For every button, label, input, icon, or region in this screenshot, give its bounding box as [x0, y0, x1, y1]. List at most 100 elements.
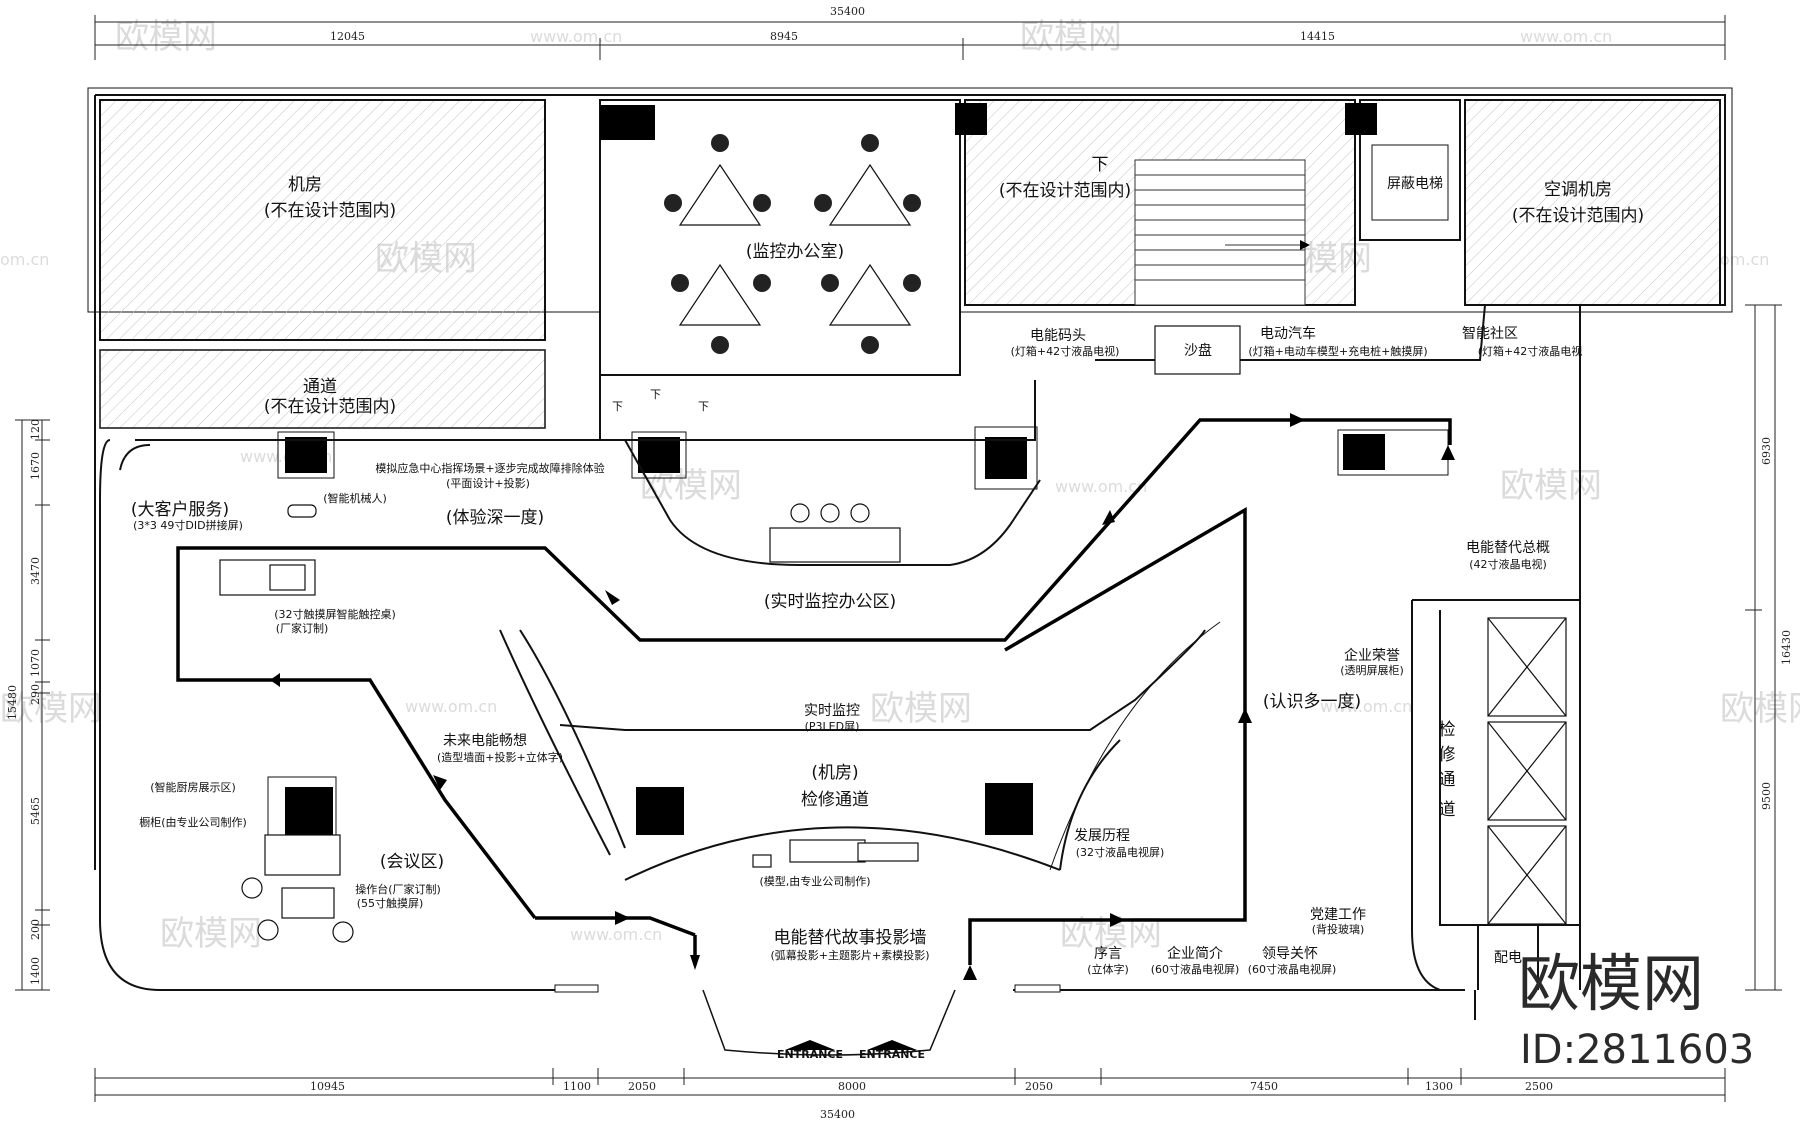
emergency-note: (平面设计+投影) — [446, 476, 530, 490]
watermark-brand: 欧模网 — [1720, 689, 1800, 729]
console-note: (55寸触摸屏) — [357, 896, 424, 910]
model-label: (模型,由专业公司制作) — [759, 874, 870, 888]
route-end — [535, 916, 696, 937]
power-overview-note: (42寸液晶电视) — [1469, 557, 1547, 571]
realtime-monitor-label: 实时监控 — [804, 703, 860, 719]
dim-bottom-total: 35400 — [820, 1108, 855, 1121]
monitor-desks — [678, 163, 912, 326]
dim-right-seg: 6930 — [1760, 437, 1773, 465]
entrance-label: ENTRANCE — [777, 1048, 843, 1061]
maintenance-v1: 检 — [1439, 720, 1456, 740]
dimension-top — [94, 15, 1726, 60]
watermark-site: om.cn — [1720, 250, 1769, 269]
know-more-label: (认识多一度) — [1263, 692, 1361, 712]
sandbox-label: 沙盘 — [1184, 342, 1212, 359]
power-overview-label: 电能替代总概 — [1466, 540, 1550, 556]
future-label: 未来电能畅想 — [443, 733, 527, 749]
meeting-label: (会议区) — [380, 852, 444, 872]
monitor-office-label: (监控办公室) — [746, 242, 844, 262]
dim-bottom-seg: 1300 — [1425, 1080, 1453, 1093]
sandbox-table — [1154, 325, 1241, 375]
maintenance-v4: 道 — [1439, 800, 1456, 820]
corridor-block — [99, 349, 546, 429]
smart-kitchen-label: (智能厨房展示区) — [150, 780, 236, 794]
dimension-bottom — [94, 1068, 1726, 1102]
leaders-label: 领导关怀 — [1262, 946, 1318, 962]
watermark-site: www.om.cn — [570, 925, 662, 944]
ev-label: 电动汽车 — [1260, 325, 1316, 342]
labels: 机房 (不在设计范围内) 通道 (不在设计范围内) 下 (不在设计范围内) 屏蔽… — [131, 155, 1644, 1061]
dim-top-seg: 8945 — [770, 30, 798, 43]
watermark-site: om.cn — [0, 250, 49, 269]
realtime-office-label: (实时监控办公区) — [764, 592, 896, 612]
watermark-brand: 欧模网 — [160, 914, 262, 954]
console-desk — [281, 887, 335, 919]
dim-right-total: 16430 — [1780, 630, 1793, 665]
realtime-monitor-note: (P3LED屏) — [805, 720, 860, 733]
dimension-right — [1745, 304, 1782, 991]
dim-bottom-seg: 1100 — [563, 1080, 591, 1093]
preface-note: (立体字) — [1087, 962, 1129, 976]
big-client-note: (3*3 49寸DID拼接屏) — [133, 518, 243, 532]
console-label: 操作台(厂家订制) — [355, 882, 441, 896]
machine-room-label: 机房 — [288, 175, 322, 195]
big-client-label: (大客户服务) — [131, 500, 229, 520]
machine-room-note: (不在设计范围内) — [264, 201, 396, 221]
entrance-label: ENTRANCE — [859, 1048, 925, 1061]
stair-down-a: 下 — [650, 388, 661, 401]
preface-label: 序言 — [1094, 946, 1122, 962]
watermark-brand: 欧模网 — [0, 689, 102, 729]
watermark-site: www.om.cn — [1055, 477, 1147, 496]
sofa — [264, 834, 341, 876]
dimension-left — [15, 419, 50, 991]
entrance — [554, 984, 1061, 1056]
corner-brand: 欧模网 ID:2811603 — [1518, 947, 1754, 1073]
intro-label: 企业简介 — [1167, 945, 1223, 962]
dim-left-seg: 290 — [29, 684, 42, 705]
stair-label: 下 — [1092, 155, 1109, 175]
corner-id-text: ID:2811603 — [1520, 1027, 1754, 1073]
stair-down-b: 下 — [612, 400, 623, 413]
watermark-brand: 欧模网 — [1020, 17, 1122, 57]
dim-top-seg: 12045 — [330, 30, 365, 43]
dim-left-seg: 120 — [29, 419, 42, 440]
honor-label: 企业荣誉 — [1344, 647, 1400, 664]
watermark-site: www.om.cn — [405, 697, 497, 716]
party-label: 党建工作 — [1310, 907, 1366, 923]
emergency-label: 模拟应急中心指挥场景+逐步完成故障排除体验 — [375, 461, 604, 475]
leaders-note: (60寸液晶电视屏) — [1248, 962, 1337, 976]
pillars — [285, 103, 1385, 835]
watermark-site: www.om.cn — [530, 27, 622, 46]
dim-left-seg: 1670 — [29, 452, 42, 480]
dim-top-total: 35400 — [830, 5, 865, 18]
party-note: (背投玻璃) — [1312, 922, 1365, 936]
dim-bottom-seg: 7450 — [1250, 1080, 1278, 1093]
power-room-label: 配电 — [1494, 950, 1522, 966]
dim-left-seg: 200 — [29, 919, 42, 940]
watermark-brand: 欧模网 — [115, 17, 217, 57]
history-label: 发展历程 — [1074, 828, 1130, 844]
robot-label: (智能机械人) — [323, 491, 387, 505]
maintenance-v3: 通 — [1439, 770, 1456, 790]
cabinet-label: 橱柜(由专业公司制作) — [139, 815, 247, 829]
smart-community-note: (灯箱+42寸液晶电视 — [1478, 344, 1583, 358]
dim-bottom-seg: 2050 — [1025, 1080, 1053, 1093]
story-wall-label: 电能替代故事投影墙 — [774, 928, 927, 948]
dim-bottom-seg: 8000 — [838, 1080, 866, 1093]
watermark-site: www.om.cn — [1520, 27, 1612, 46]
smart-community-label: 智能社区 — [1462, 326, 1518, 342]
watermark-brand: 欧模网 — [870, 689, 972, 729]
ac-room-label: 空调机房 — [1544, 180, 1612, 200]
watermark-brand: 欧模网 — [1500, 466, 1602, 506]
story-wall-note: (弧幕投影+主题影片+素模投影) — [770, 948, 929, 962]
ev-note: (灯箱+电动车模型+充电桩+触摸屏) — [1248, 344, 1427, 358]
dim-bottom-seg: 10945 — [310, 1080, 345, 1093]
dim-bottom-seg: 2500 — [1525, 1080, 1553, 1093]
future-note: (造型墙面+投影+立体字) — [437, 750, 563, 764]
ac-room-note: (不在设计范围内) — [1512, 206, 1644, 226]
dim-bottom-seg: 2050 — [628, 1080, 656, 1093]
monitor-office-walls — [599, 99, 961, 376]
dim-left-seg: 1400 — [29, 957, 42, 985]
maintenance-v2: 修 — [1439, 745, 1456, 765]
